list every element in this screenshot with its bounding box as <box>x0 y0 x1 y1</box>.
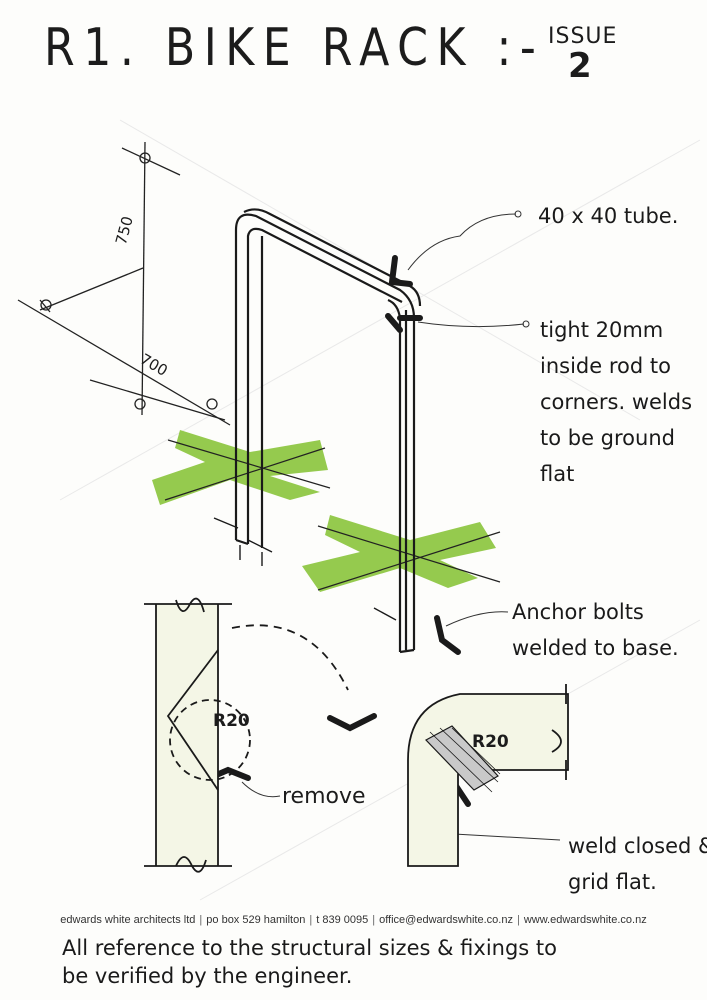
radius-label-corner: R20 <box>472 732 509 752</box>
issue-label: ISSUE <box>548 24 618 49</box>
annotation-anchor-bolts: Anchor bolts welded to base. <box>512 600 679 660</box>
footer-po-box: po box 529 hamilton <box>206 914 306 926</box>
leader-lines <box>241 210 561 841</box>
base-plate-marker <box>152 430 496 592</box>
footer-contact-bar: edwards white architects ltd|po box 529 … <box>60 914 647 926</box>
footer-phone: t 839 0095 <box>316 914 369 926</box>
footer-email: office@edwardswhite.co.nz <box>379 914 513 926</box>
annotation-weld-closed: weld closed & grid flat. <box>568 834 707 894</box>
annotation-tube-size: 40 x 40 tube. <box>538 204 679 228</box>
radius-label-plan: R20 <box>213 711 250 731</box>
issue-number: 2 <box>568 46 592 86</box>
sheet-title: R1. BIKE RACK :- <box>44 18 545 78</box>
dimension-lines <box>17 141 231 426</box>
annotation-remove: remove <box>282 784 366 809</box>
corner-detail <box>407 684 569 867</box>
engineer-disclaimer: All reference to the structural sizes & … <box>62 936 557 988</box>
leg-ticks <box>213 517 397 621</box>
annotation-inside-rod: tight 20mm inside rod to corners. welds … <box>540 318 693 486</box>
footer-company: edwards white architects ltd <box>60 914 196 926</box>
plan-detail <box>144 597 349 873</box>
footer-website: www.edwardswhite.co.nz <box>523 914 647 926</box>
